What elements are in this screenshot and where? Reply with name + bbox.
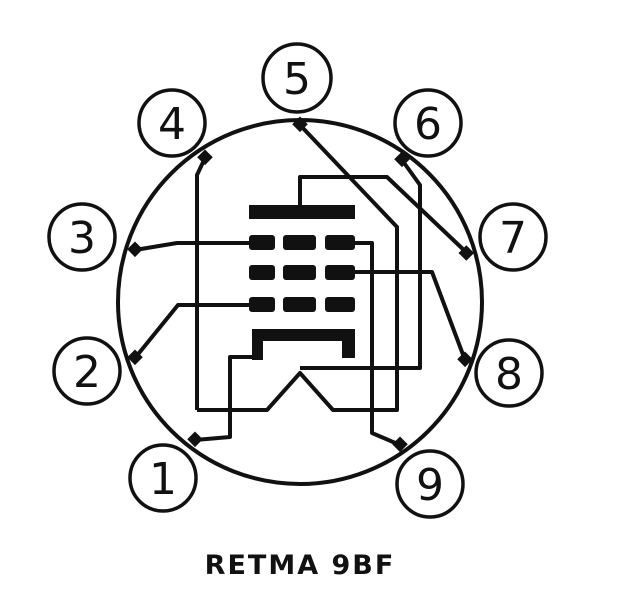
pin-1-label: 1 bbox=[149, 454, 177, 505]
pin-4-circle bbox=[137, 88, 207, 158]
pin-8-circle bbox=[474, 338, 544, 408]
pin-9-circle bbox=[395, 449, 465, 519]
cathode bbox=[252, 329, 355, 360]
pin-2-circle bbox=[52, 336, 122, 406]
pin-7-label: 7 bbox=[499, 213, 527, 264]
pin-5-label: 5 bbox=[283, 54, 311, 105]
pin-5-circle bbox=[261, 42, 333, 114]
pin-5-lead bbox=[197, 123, 399, 412]
pin-9-label: 9 bbox=[416, 460, 444, 511]
grid-2 bbox=[249, 265, 355, 280]
pin-3-label: 3 bbox=[68, 213, 96, 264]
cathode-lead bbox=[194, 355, 262, 442]
plate-lead bbox=[298, 175, 469, 255]
pin-2-label: 2 bbox=[73, 347, 101, 398]
grid-1-right-lead bbox=[355, 241, 401, 447]
pin-contacts bbox=[127, 116, 475, 453]
pin-4-label: 4 bbox=[158, 99, 186, 150]
grid-1 bbox=[249, 235, 355, 250]
pin-6-label: 6 bbox=[414, 99, 442, 150]
pin-6-circle bbox=[393, 88, 463, 158]
pin-6-lead bbox=[300, 158, 422, 370]
pin-7-circle bbox=[478, 202, 548, 272]
plate bbox=[249, 205, 355, 219]
pin-3-circle bbox=[47, 202, 117, 272]
pin-8-label: 8 bbox=[495, 349, 523, 400]
pin-4-lead bbox=[195, 157, 207, 410]
pin-1-circle bbox=[128, 443, 198, 513]
grid-2-lead bbox=[355, 270, 467, 361]
grid-3 bbox=[249, 297, 355, 312]
grid-1-left-lead bbox=[134, 241, 250, 252]
diagram-caption: RETMA 9BF bbox=[204, 550, 396, 581]
grid-3-lead bbox=[133, 303, 250, 360]
